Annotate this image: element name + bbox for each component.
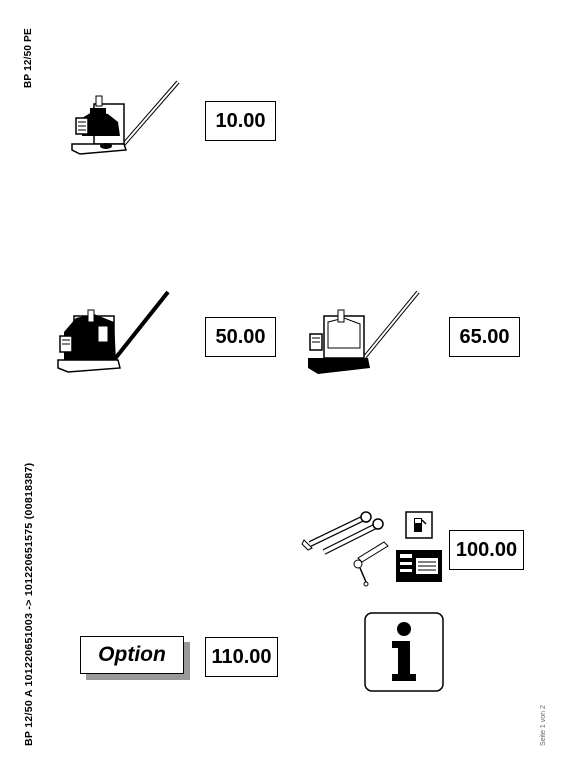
page-number: Seite 1 von 2	[540, 705, 547, 746]
section-100-label[interactable]: 100.00	[449, 530, 524, 570]
section-110-label[interactable]: 110.00	[205, 637, 278, 677]
section-50-label[interactable]: 50.00	[205, 317, 276, 357]
wrench-icon	[301, 511, 384, 555]
nameplate-icon	[396, 550, 442, 582]
section-10-label[interactable]: 10.00	[205, 101, 276, 141]
model-title-top: BP 12/50 PE	[23, 28, 34, 88]
section-65-label[interactable]: 65.00	[449, 317, 520, 357]
tools-fuel-nameplate-icon[interactable]	[300, 508, 446, 590]
keys-icon	[353, 541, 389, 587]
information-icon[interactable]	[364, 612, 444, 692]
fuel-icon	[405, 511, 433, 539]
model-range-label: BP 12/50 A 101220651003 -> 101220651575 …	[23, 462, 35, 746]
plate-compactor-icon[interactable]	[68, 78, 184, 162]
option-button[interactable]: Option	[80, 636, 184, 674]
plate-compactor-base-icon[interactable]	[304, 288, 424, 376]
plate-compactor-engine-icon[interactable]	[54, 288, 174, 376]
